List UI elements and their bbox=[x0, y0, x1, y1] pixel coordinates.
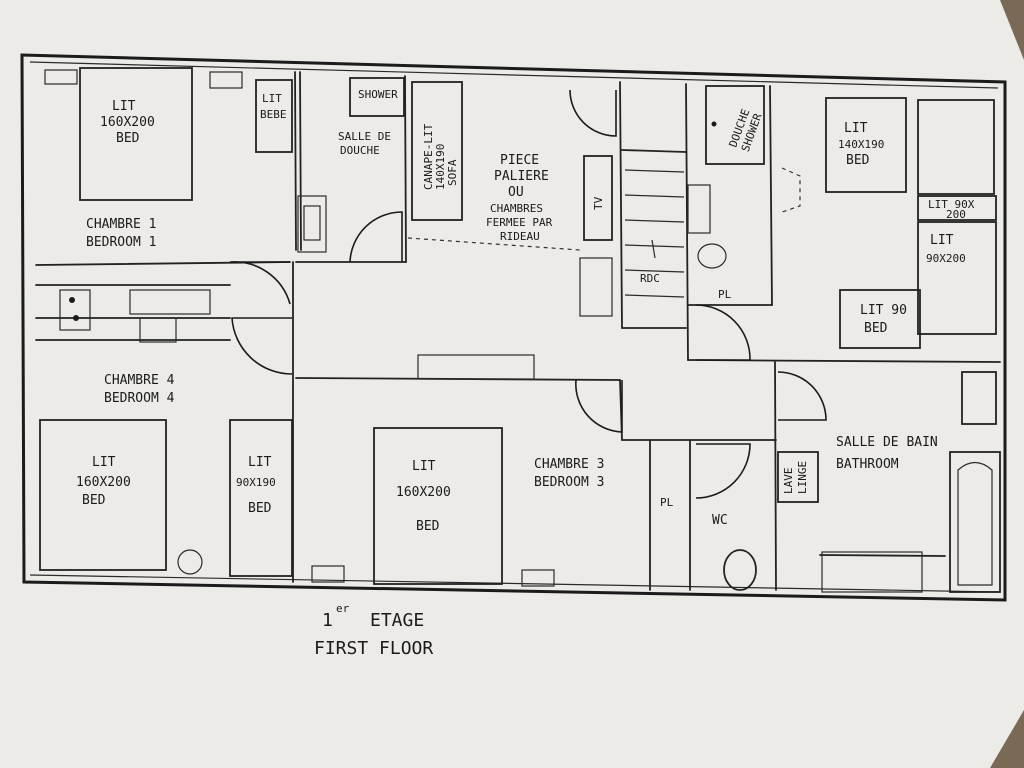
bed-c4b-label-1: LIT bbox=[248, 455, 272, 470]
bed-c4a-label-2: 160X200 bbox=[76, 475, 131, 490]
floor-title-number: 1 bbox=[322, 610, 333, 631]
bed-c4a-label-1: LIT bbox=[92, 455, 116, 470]
bed-c4b-label-3: BED bbox=[248, 501, 272, 516]
bed-r2-label-1: LIT 90X bbox=[928, 198, 975, 211]
sofa-label-1: CANAPE-LIT bbox=[422, 123, 435, 190]
lave-linge-label-2: LINGE bbox=[796, 461, 809, 494]
shower2-outline bbox=[705, 85, 765, 165]
room-chambre1-label-2: BEDROOM 1 bbox=[86, 235, 156, 250]
bed-c3-label-1: LIT bbox=[412, 459, 436, 474]
bed-r1-label-1: LIT bbox=[844, 121, 868, 136]
bed-c3-label-2: 160X200 bbox=[396, 485, 451, 500]
baby-bed-outline bbox=[255, 79, 293, 153]
bed-c1-label-2: 160X200 bbox=[100, 115, 155, 130]
shower1-outline bbox=[349, 77, 405, 117]
floor-subtitle: FIRST FLOOR bbox=[314, 638, 433, 659]
room-palier-label-2: PALIERE bbox=[494, 169, 549, 184]
room-palier-label-5: FERMEE PAR bbox=[486, 216, 553, 229]
room-douche-label-1: SALLE DE bbox=[338, 130, 391, 143]
bed-r3-label-2: 90X200 bbox=[926, 252, 966, 265]
tv-outline bbox=[583, 155, 613, 241]
bed-c3-label-3: BED bbox=[416, 519, 440, 534]
room-chambre4-label-1: CHAMBRE 4 bbox=[104, 373, 175, 388]
bed-c1-outline bbox=[79, 67, 193, 201]
floor-title-superscript: er bbox=[336, 602, 350, 615]
lave-linge-label-1: LAVE bbox=[782, 468, 795, 495]
bed-r4-label-1: LIT 90 bbox=[860, 303, 907, 318]
bed-c4a-outline bbox=[39, 419, 167, 571]
pl1-label: PL bbox=[718, 288, 732, 301]
room-bain-label-1: SALLE DE BAIN bbox=[836, 435, 938, 450]
outer-walls bbox=[20, 53, 1007, 602]
bed-c1-label-1: LIT bbox=[112, 99, 136, 114]
room-bain-label-2: BATHROOM bbox=[836, 457, 899, 472]
bed-r1-label-2: 140X190 bbox=[838, 138, 884, 151]
bed-r1-label-3: BED bbox=[846, 153, 870, 168]
bed-r1-outline bbox=[825, 97, 907, 193]
baby-bed-label-1: LIT bbox=[262, 92, 282, 105]
room-palier-label-1: PIECE bbox=[500, 153, 539, 168]
pl2-label: PL bbox=[660, 496, 674, 509]
sofa-label-2: 140X190 bbox=[434, 144, 447, 190]
furniture bbox=[39, 67, 1001, 593]
bed-c3-outline bbox=[373, 427, 503, 585]
bathtub-outline bbox=[949, 451, 1001, 593]
staircase bbox=[624, 169, 685, 298]
sofa-label-3: SOFA bbox=[446, 159, 459, 186]
bed-r2-outline bbox=[917, 195, 997, 221]
bed-c4b-label-2: 90X190 bbox=[236, 476, 276, 489]
floor-title-word: ETAGE bbox=[370, 610, 424, 631]
bed-c1-label-3: BED bbox=[116, 131, 140, 146]
room-chambre3-label-2: BEDROOM 3 bbox=[534, 475, 604, 490]
room-chambre4-label-2: BEDROOM 4 bbox=[104, 391, 175, 406]
bed-r4-label-2: BED bbox=[864, 321, 888, 336]
bed-r2-label-2: 200 bbox=[946, 208, 966, 221]
stairs-label: RDC bbox=[640, 272, 660, 285]
bed-c4b-outline bbox=[229, 419, 293, 577]
washing-machine-outline bbox=[777, 451, 819, 503]
room-chambre1-label-1: CHAMBRE 1 bbox=[86, 217, 156, 232]
bed-c4a-label-3: BED bbox=[82, 493, 106, 508]
doors bbox=[229, 89, 827, 499]
room-chambre3-label-1: CHAMBRE 3 bbox=[534, 457, 604, 472]
bed-r4-outline bbox=[839, 289, 921, 349]
room-palier-label-4: CHAMBRES bbox=[490, 202, 543, 215]
shower1-label: SHOWER bbox=[358, 88, 398, 101]
sofa-outline bbox=[411, 81, 463, 221]
tv-label: TV bbox=[592, 196, 605, 210]
room-wc-label: WC bbox=[712, 513, 728, 528]
room-palier-label-6: RIDEAU bbox=[500, 230, 540, 243]
room-douche-label-2: DOUCHE bbox=[340, 144, 380, 157]
room-palier-label-3: OU bbox=[508, 185, 524, 200]
bed-r3-outline bbox=[917, 221, 997, 335]
wc-toilet bbox=[723, 549, 757, 591]
baby-bed-label-2: BEBE bbox=[260, 108, 287, 121]
bed-r3-label-1: LIT bbox=[930, 233, 954, 248]
